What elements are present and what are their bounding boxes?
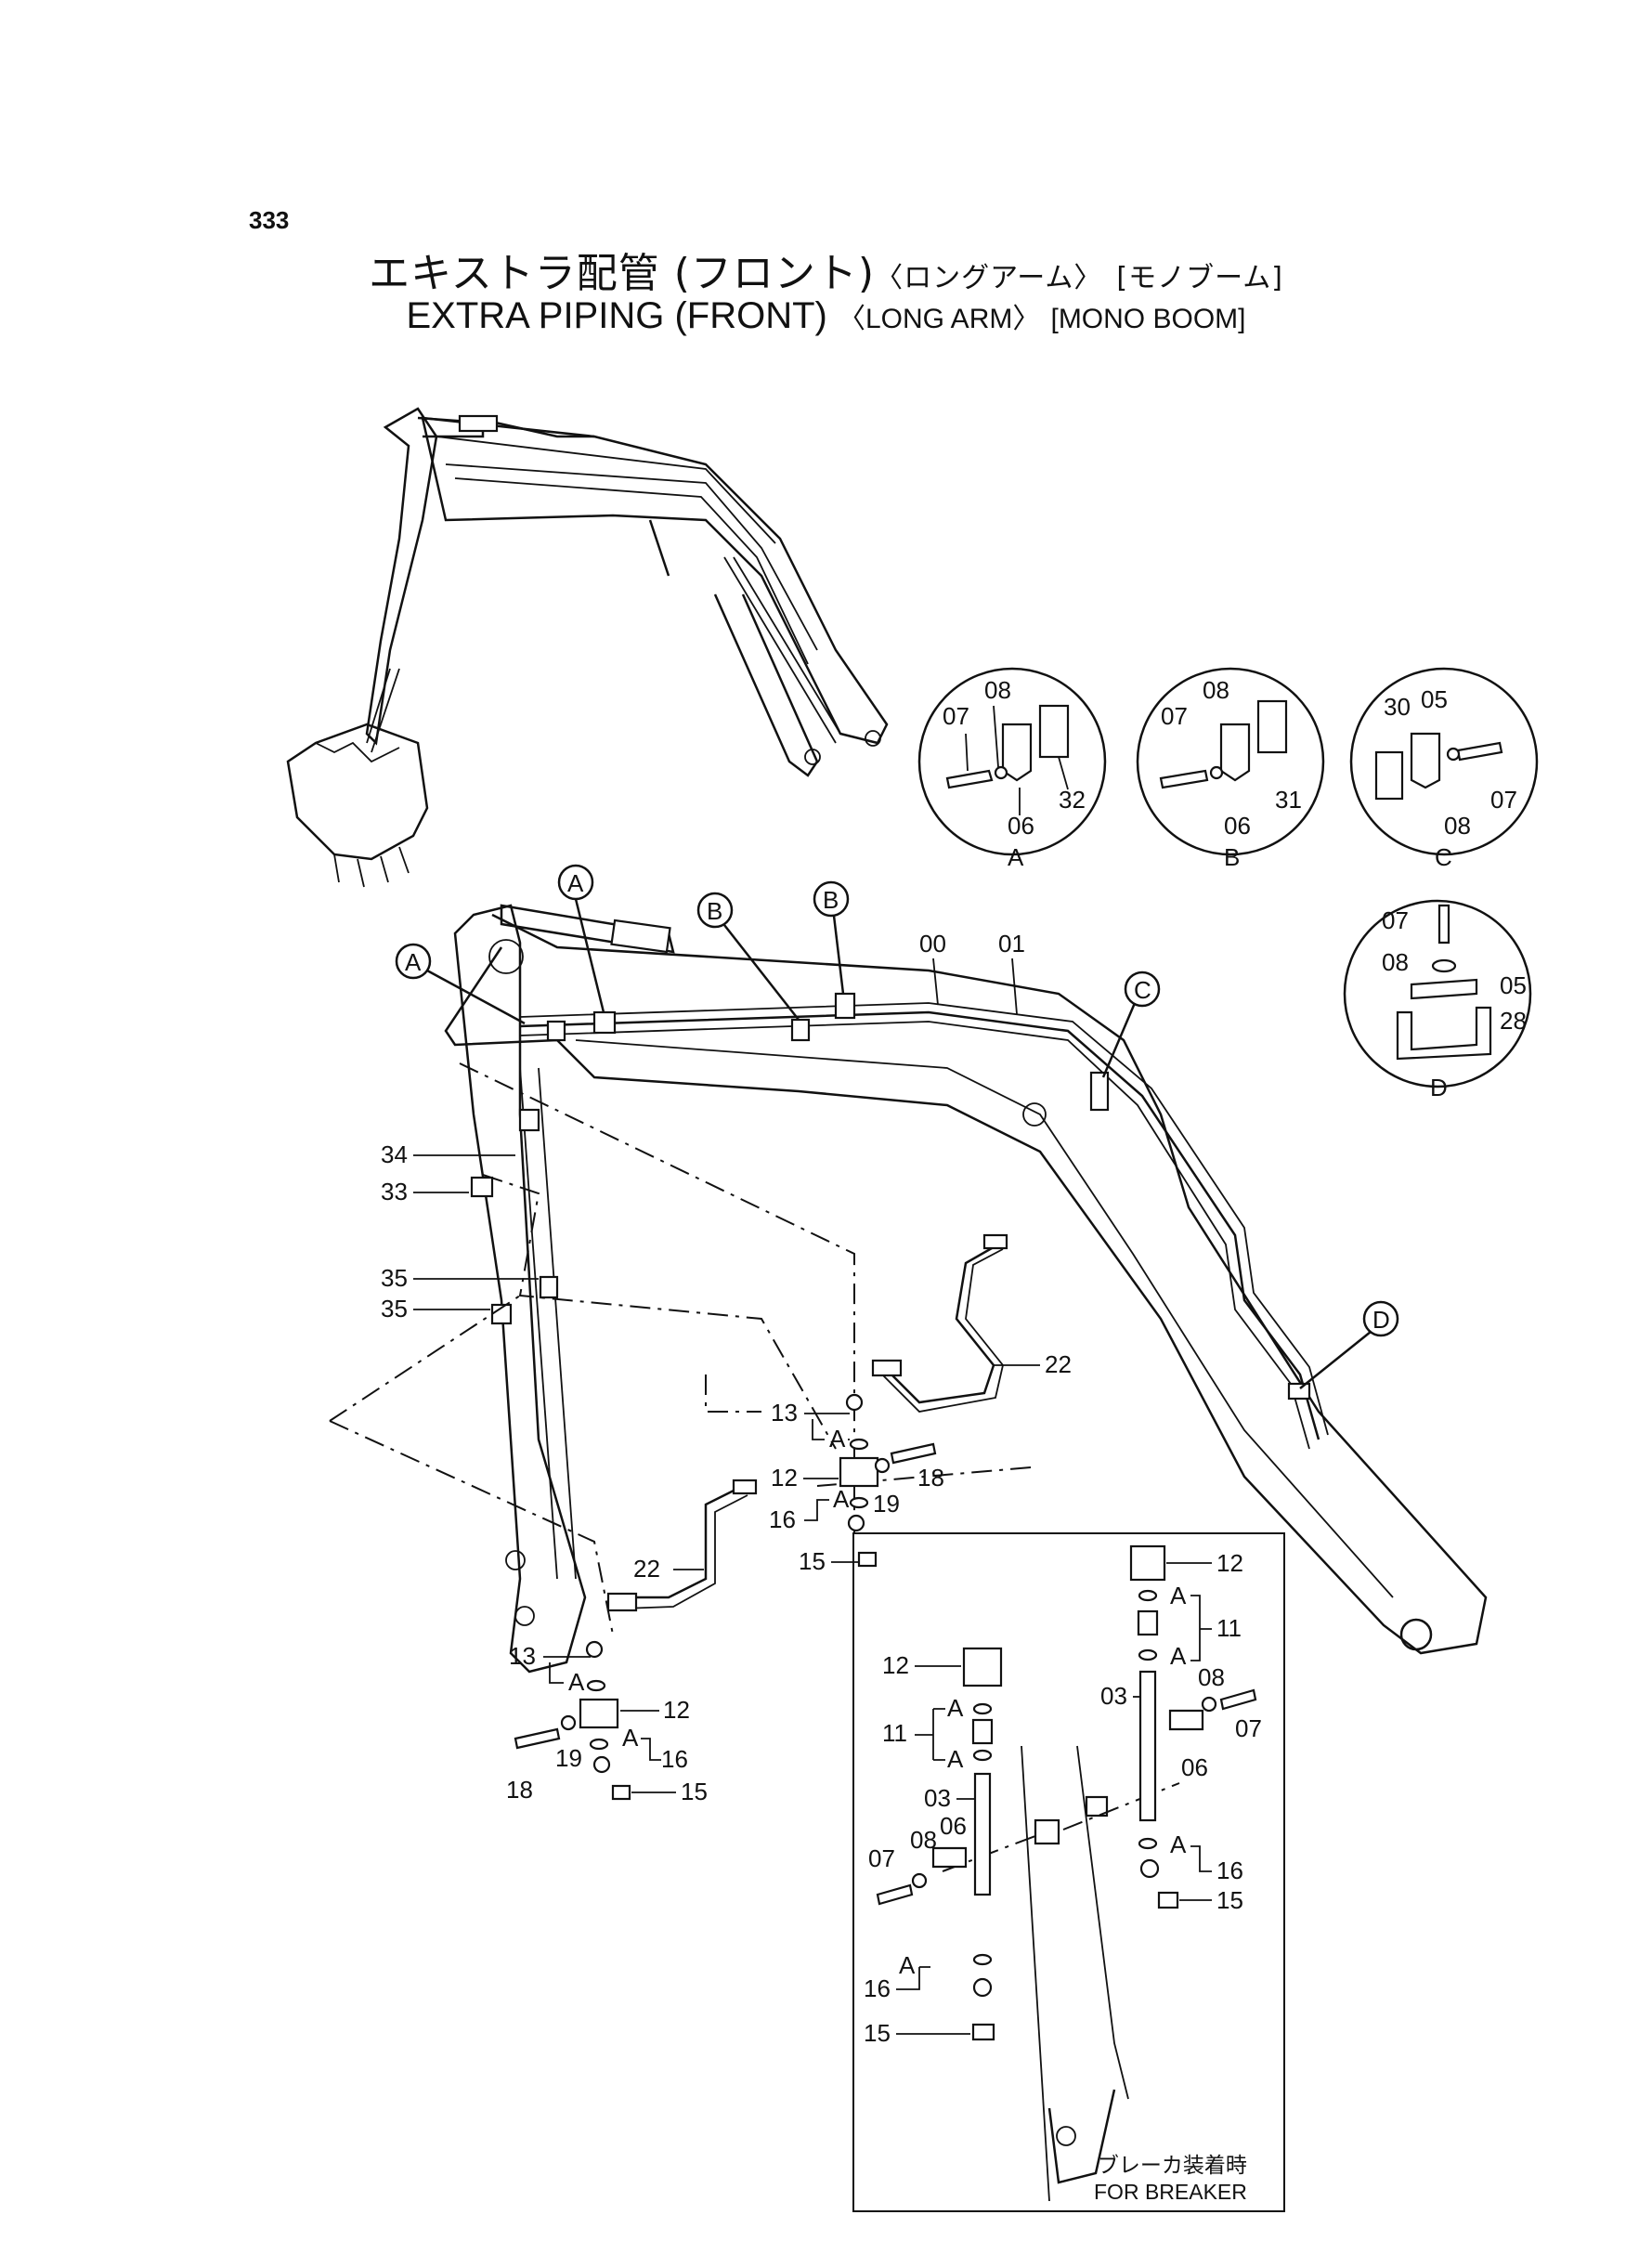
callout-d: D (1299, 1300, 1399, 1389)
detail-d-name: D (1430, 1074, 1448, 1101)
label-22b: 22 (633, 1555, 660, 1583)
inset-left-label-03: 03 (924, 1784, 951, 1812)
detail-a-label-08: 08 (984, 676, 1011, 704)
inset-left-label-12: 12 (882, 1651, 909, 1679)
detail-c-label-30: 30 (1384, 693, 1411, 721)
detail-c-label-08: 08 (1444, 812, 1471, 840)
detail-b-label-08: 08 (1203, 676, 1229, 704)
inset-right-label-06: 06 (1181, 1753, 1208, 1781)
inset-right-label-12: 12 (1216, 1549, 1243, 1577)
inset-left-label-06: 06 (940, 1812, 967, 1840)
inset-right-label-A3: A (1170, 1831, 1187, 1858)
detail-b-name: B (1224, 843, 1240, 871)
detail-a-label-06: 06 (1008, 812, 1034, 840)
label-16a: 16 (769, 1505, 796, 1533)
label-19b: 19 (555, 1744, 582, 1772)
label-12a: 12 (771, 1464, 798, 1492)
detail-d-label-08: 08 (1382, 948, 1409, 976)
label-34: 34 (381, 1140, 408, 1168)
svg-text:A: A (405, 948, 422, 976)
label-18b: 18 (506, 1776, 533, 1804)
detail-d-label-28: 28 (1500, 1007, 1527, 1035)
title-en-arm: 〈LONG ARM〉 (837, 304, 1041, 334)
label-33: 33 (381, 1178, 408, 1205)
svg-text:D: D (1372, 1306, 1390, 1334)
detail-view-c: 30 05 08 07 C (1349, 667, 1539, 871)
title-en-boom: [MONO BOOM] (1050, 304, 1246, 334)
detail-b-label-07: 07 (1161, 702, 1188, 730)
inset-right-label-11: 11 (1216, 1614, 1242, 1642)
label-15a: 15 (799, 1547, 826, 1575)
title-jp-boom: [モノブーム] (1116, 262, 1283, 294)
svg-text:B: B (707, 897, 722, 925)
callout-b-left: B (696, 892, 800, 1021)
inset-left-label-07: 07 (868, 1844, 895, 1872)
detail-view-a: 07 08 06 32 A (917, 667, 1107, 871)
label-A-upper-2: A (833, 1485, 850, 1513)
main-part-labels: 00 01 34 33 35 35 22 22 13 A 12 (381, 930, 1072, 1805)
label-22a: 22 (1045, 1350, 1072, 1378)
inset-left-label-16: 16 (864, 1974, 891, 2002)
inset-right-label-08: 08 (1198, 1663, 1225, 1691)
inset-right-label-A2: A (1170, 1642, 1187, 1670)
label-00: 00 (919, 930, 946, 958)
callout-b-right: B (813, 880, 850, 995)
inset-left-label-11: 11 (882, 1719, 907, 1747)
svg-text:B: B (823, 886, 839, 914)
detail-d-label-05: 05 (1500, 971, 1527, 999)
overview-boom-arm-drawing (286, 407, 889, 888)
label-13b: 13 (509, 1642, 536, 1670)
label-18a: 18 (917, 1464, 944, 1492)
svg-text:C: C (1134, 976, 1151, 1004)
breaker-inset-frame (852, 1532, 1285, 2212)
detail-b-label-31: 31 (1275, 786, 1302, 814)
inset-left-label-A2: A (947, 1745, 964, 1773)
label-35b: 35 (381, 1295, 408, 1322)
label-13a: 13 (771, 1399, 798, 1427)
inset-right-label-16: 16 (1216, 1857, 1243, 1884)
detail-view-d: 07 08 05 28 D (1343, 899, 1532, 1101)
page-number: 333 (249, 206, 290, 234)
detail-c-name: C (1435, 843, 1452, 871)
callout-a-top: A (557, 864, 605, 1013)
detail-a-label-32: 32 (1059, 786, 1086, 814)
detail-c-label-05: 05 (1421, 685, 1448, 713)
label-19a: 19 (873, 1490, 900, 1518)
breaker-note-jp: ブレーカ装着時 (1097, 2154, 1247, 2178)
detail-c-label-07: 07 (1490, 786, 1517, 814)
label-A-lower-1: A (568, 1668, 585, 1696)
detail-b-label-06: 06 (1224, 812, 1251, 840)
breaker-inset-drawing: 12 11 A A 03 06 08 07 A 16 15 12 A 11 (864, 1544, 1262, 2202)
title-en-main: EXTRA PIPING (FRONT) (406, 295, 827, 336)
inset-left-label-15: 15 (864, 2019, 891, 2047)
title-jp-main: エキストラ配管 (フロント) (369, 250, 876, 297)
breaker-inset-note: ブレーカ装着時 FOR BREAKER (1094, 2153, 1247, 2205)
detail-view-b: 07 08 06 31 B (1136, 667, 1325, 871)
breaker-note-en: FOR BREAKER (1094, 2180, 1247, 2204)
label-A-lower-2: A (622, 1724, 639, 1752)
detail-a-name: A (1008, 843, 1024, 871)
inset-right-label-03: 03 (1100, 1682, 1127, 1710)
detail-d-label-07: 07 (1382, 906, 1409, 934)
label-35a: 35 (381, 1264, 408, 1292)
main-boom-drawing (329, 904, 1488, 1674)
label-01: 01 (998, 930, 1025, 958)
label-15b: 15 (681, 1778, 708, 1805)
label-12b: 12 (663, 1696, 690, 1724)
callout-c: C (1101, 971, 1161, 1078)
title-english: EXTRA PIPING (FRONT) 〈LONG ARM〉 [MONO BO… (0, 295, 1652, 337)
label-16b: 16 (661, 1745, 688, 1773)
inset-right-label-15: 15 (1216, 1886, 1243, 1914)
callout-a-left: A (395, 943, 526, 1025)
inset-right-label-07: 07 (1235, 1714, 1262, 1742)
inset-left-label-A3: A (899, 1951, 916, 1979)
title-japanese: エキストラ配管 (フロント)〈ロングアーム〉 [モノブーム] (0, 240, 1652, 299)
label-A-upper-1: A (829, 1425, 846, 1453)
inset-right-label-A1: A (1170, 1582, 1187, 1609)
title-jp-arm: 〈ロングアーム〉 (875, 262, 1103, 294)
svg-text:A: A (567, 869, 584, 897)
inset-left-label-A1: A (947, 1694, 964, 1722)
detail-a-label-07: 07 (943, 702, 969, 730)
